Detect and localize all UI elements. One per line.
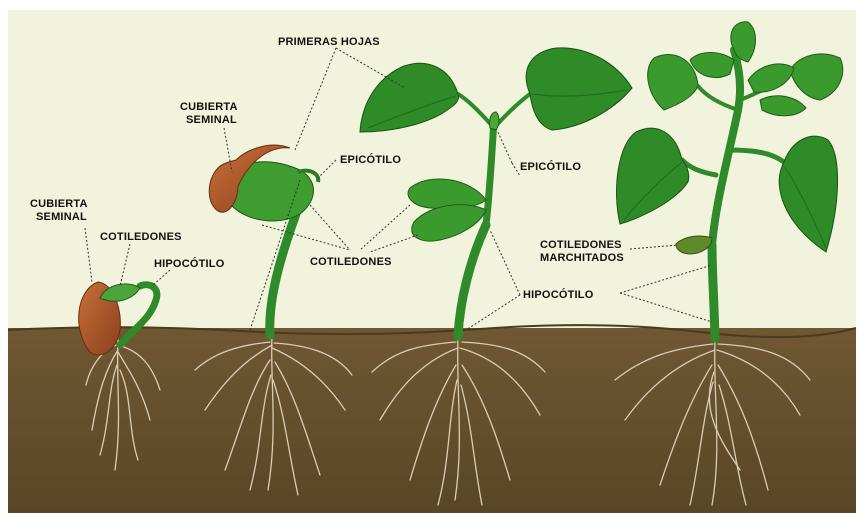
- hypocotyl-4: [712, 245, 715, 338]
- label-epicotilo-1: EPICÓTILO: [340, 153, 401, 166]
- label-cubierta-seminal-1-line2: SEMINAL: [36, 211, 87, 223]
- label-cotiledones-marchitados-line2: MARCHITADOS: [540, 252, 624, 264]
- label-cubierta-seminal-2: CUBIERTA SEMINAL: [180, 101, 240, 126]
- label-cotiledones-2: COTILEDONES: [310, 256, 392, 268]
- label-cotiledones-marchitados-line1: COTILEDONES: [540, 239, 622, 251]
- label-hipocotilo-1: HIPOCÓTILO: [154, 257, 225, 270]
- label-primeras-hojas: PRIMERAS HOJAS: [278, 36, 380, 48]
- label-cubierta-seminal-1: CUBIERTA SEMINAL: [30, 198, 90, 223]
- label-cubierta-seminal-1-line1: CUBIERTA: [30, 198, 87, 210]
- label-cubierta-seminal-2-line1: CUBIERTA: [180, 101, 237, 113]
- label-epicotilo-2: EPICÓTILO: [520, 160, 581, 173]
- label-cotiledones-1: COTILEDONES: [100, 231, 182, 243]
- label-hipocotilo-2: HIPOCÓTILO: [523, 288, 594, 301]
- label-cotiledones-marchitados: COTILEDONES MARCHITADOS: [540, 239, 625, 264]
- label-cubierta-seminal-2-line2: SEMINAL: [186, 114, 237, 126]
